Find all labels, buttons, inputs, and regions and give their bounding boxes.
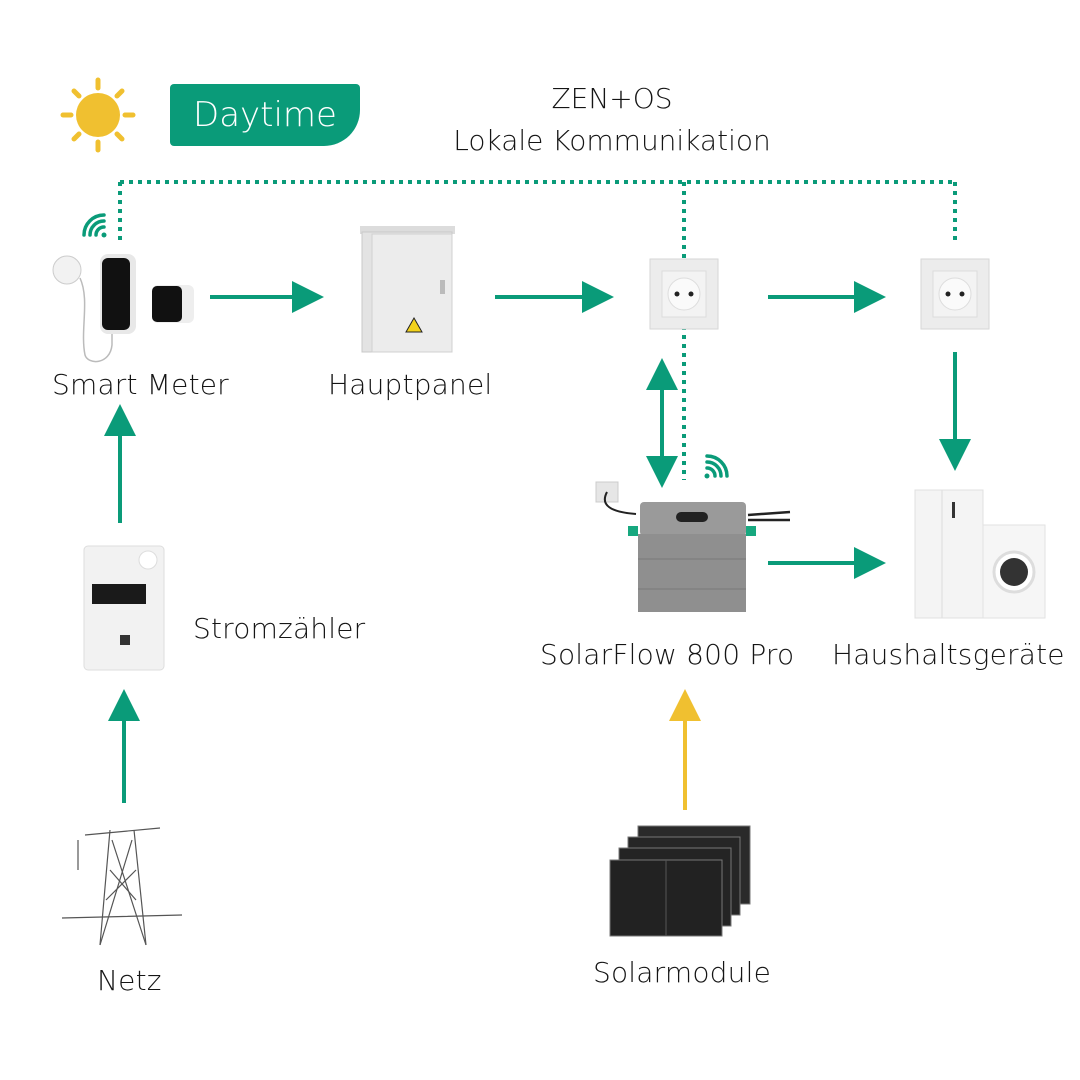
electrical-panel-icon <box>360 226 455 353</box>
power-pylon-icon <box>61 827 183 946</box>
wall-socket-icon <box>920 258 990 330</box>
label-solarmodule: Solarmodule <box>593 956 771 989</box>
household-appliances-icon <box>914 489 1046 619</box>
label-netz: Netz <box>97 964 162 997</box>
wall-socket-icon <box>649 258 719 330</box>
label-haushaltsgeraete: Haushaltsgeräte <box>832 638 1065 671</box>
smart-meter-icon <box>52 254 194 363</box>
sun-icon <box>60 77 136 153</box>
title-line-2: Lokale Kommunikation <box>453 124 771 157</box>
label-smart-meter: Smart Meter <box>52 368 229 401</box>
battery-inverter-icon <box>595 481 791 612</box>
label-stromzaehler: Stromzähler <box>193 612 366 645</box>
local-communication-bus <box>118 180 957 480</box>
electricity-meter-icon <box>83 545 165 671</box>
title-line-1: ZEN+OS <box>551 82 673 115</box>
label-solarflow: SolarFlow 800 Pro <box>540 638 795 671</box>
wifi-icon <box>82 213 107 238</box>
label-hauptpanel: Hauptpanel <box>328 368 493 401</box>
solar-panels-icon <box>609 825 751 937</box>
daytime-badge: Daytime <box>170 84 360 146</box>
wifi-icon <box>704 454 729 479</box>
